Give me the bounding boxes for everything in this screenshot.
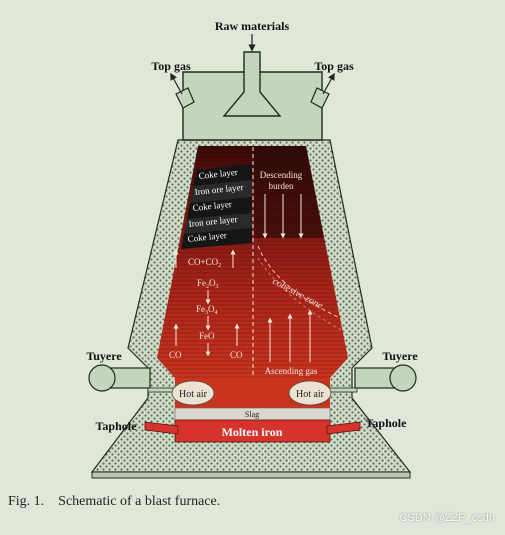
hot-air-label-right: Hot air [296, 389, 325, 400]
cohesive-zone-boundary [257, 245, 345, 321]
molten-iron-label: Molten iron [222, 425, 283, 439]
top-gas-arrow-right [322, 72, 335, 95]
slag-label: Slag [245, 410, 259, 419]
taphole-label-right: Taphole [366, 416, 408, 430]
hot-air-label-left: Hot air [179, 389, 208, 400]
co-label-left: CO [169, 350, 182, 360]
top-gas-label-right: Top gas [314, 59, 354, 73]
top-gas-pipe-right [310, 87, 330, 109]
charging-hopper [222, 51, 282, 117]
feo-label: FeO [199, 331, 215, 341]
fe3o4-label: Fe3O4 [196, 304, 218, 316]
burden-layers [181, 164, 252, 249]
burden-label: burden [269, 181, 294, 191]
top-gas-label-left: Top gas [151, 59, 191, 73]
descending-burden-region [254, 146, 324, 238]
furnace-base [91, 471, 411, 479]
raw-materials-label: Raw materials [215, 19, 290, 33]
watermark: CSDN @ZZP_csdn [399, 512, 495, 524]
hot-air-bubble-left [171, 380, 215, 406]
tuyere-label-left: Tuyere [86, 349, 122, 363]
co-label-right: CO [230, 350, 243, 360]
tuyere-right [326, 364, 417, 393]
fe2o3-label: Fe2O3 [197, 278, 219, 290]
layer-label-5: Coke layer [187, 230, 227, 244]
taphole-left [144, 421, 179, 435]
tuyere-label-right: Tuyere [382, 349, 418, 363]
tuyere-left [88, 364, 179, 393]
hot-air-bubble-right [288, 380, 332, 406]
top-gas-pipe-left [175, 87, 195, 109]
taphole-right [326, 421, 361, 435]
figure-caption: Fig. 1. Schematic of a blast furnace. [8, 494, 221, 509]
layer-label-3: Coke layer [192, 199, 232, 213]
top-gas-arrow-left [170, 72, 183, 95]
taphole-label-left: Taphole [96, 419, 138, 433]
layer-label-1: Coke layer [198, 167, 238, 181]
descending-label: Descending [260, 170, 303, 180]
ascending-gas-label: Ascending gas [265, 366, 318, 376]
co-co2-label: CO+CO2 [188, 257, 221, 269]
